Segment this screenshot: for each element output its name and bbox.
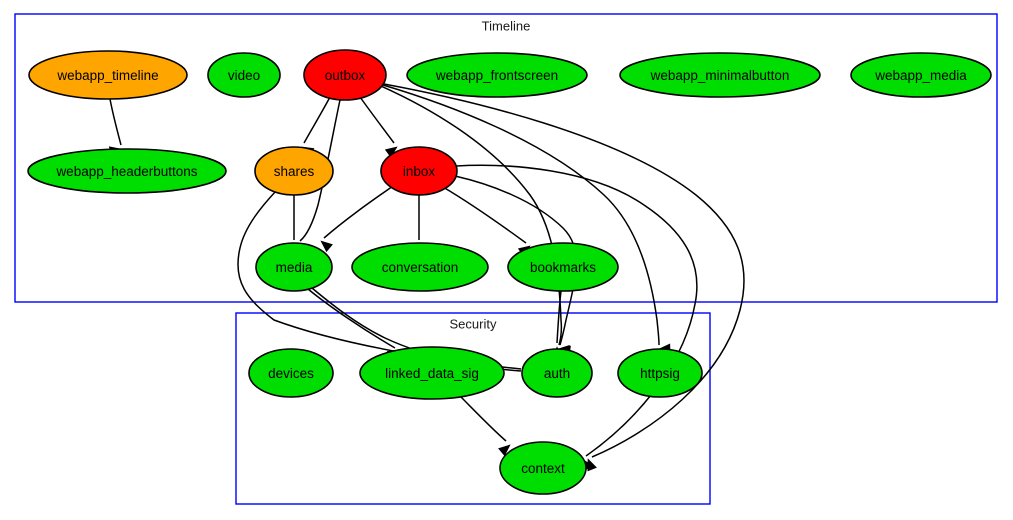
node-shape-bookmarks[interactable] — [507, 242, 619, 292]
node-webapp_headerbuttons[interactable]: webapp_headerbuttons — [27, 148, 227, 194]
node-shape-video[interactable] — [207, 52, 281, 98]
edge-line — [442, 186, 527, 244]
node-outbox[interactable]: outbox — [303, 49, 387, 101]
node-label-media: media — [276, 260, 313, 275]
edge-line — [307, 288, 396, 349]
node-webapp_minimalbutton[interactable]: webapp_minimalbutton — [619, 52, 821, 98]
node-shape-webapp_headerbuttons[interactable] — [27, 148, 227, 194]
node-label-webapp_minimalbutton: webapp_minimalbutton — [650, 68, 790, 83]
edge-line — [380, 85, 563, 346]
edge-outbox-to-auth — [380, 85, 570, 356]
edge-line — [359, 96, 395, 144]
node-shape-linked_data_sig[interactable] — [359, 346, 505, 400]
node-label-linked_data_sig: linked_data_sig — [385, 366, 479, 381]
edge-outbox-to-context — [383, 83, 745, 472]
node-shape-media[interactable] — [255, 242, 333, 292]
arrowhead-icon — [320, 240, 333, 253]
nodes-layer: webapp_timeline video outbox webapp_frontsc… — [27, 49, 992, 495]
node-label-httpsig: httpsig — [640, 366, 680, 381]
node-conversation[interactable]: conversation — [351, 242, 489, 292]
node-shape-inbox[interactable] — [380, 146, 458, 196]
arrowhead-icon — [498, 444, 511, 457]
node-label-webapp_frontscreen: webapp_frontscreen — [435, 68, 558, 83]
edge-line — [556, 290, 562, 344]
cluster-timeline: Timeline — [14, 13, 998, 303]
edge-line — [459, 395, 507, 442]
cluster-border-timeline — [14, 13, 998, 303]
node-video[interactable]: video — [207, 52, 281, 98]
cluster-border-security — [235, 312, 711, 505]
node-label-shares: shares — [274, 164, 315, 179]
node-label-webapp_timeline: webapp_timeline — [56, 68, 158, 83]
edge-line — [383, 83, 745, 458]
node-bookmarks[interactable]: bookmarks — [507, 242, 619, 292]
edge-line — [109, 98, 122, 146]
node-webapp_media[interactable]: webapp_media — [850, 52, 992, 98]
node-label-webapp_headerbuttons: webapp_headerbuttons — [55, 164, 197, 179]
node-shape-outbox[interactable] — [303, 49, 387, 101]
node-shape-conversation[interactable] — [351, 242, 489, 292]
node-shape-webapp_timeline[interactable] — [28, 50, 188, 100]
edge-linked_data_sig-to-context — [459, 395, 511, 457]
node-label-webapp_media: webapp_media — [874, 68, 967, 83]
node-label-auth: auth — [544, 366, 570, 381]
node-label-conversation: conversation — [382, 260, 459, 275]
node-shape-webapp_minimalbutton[interactable] — [619, 52, 821, 98]
edge-line — [303, 96, 331, 144]
edge-inbox-to-media — [320, 185, 394, 253]
node-label-inbox: inbox — [403, 164, 436, 179]
node-httpsig[interactable]: httpsig — [617, 348, 703, 398]
node-label-outbox: outbox — [325, 68, 366, 83]
node-shape-devices[interactable] — [248, 348, 334, 398]
cluster-label-timeline: Timeline — [482, 18, 531, 33]
edge-line — [382, 84, 660, 346]
node-media[interactable]: media — [255, 242, 333, 292]
edge-webapp_timeline-to-webapp_headerbuttons — [108, 98, 122, 157]
node-shape-auth[interactable] — [521, 348, 593, 398]
edge-outbox-to-inbox — [359, 96, 398, 158]
node-label-bookmarks: bookmarks — [530, 260, 596, 275]
node-shape-httpsig[interactable] — [617, 348, 703, 398]
edge-line — [299, 99, 341, 242]
node-context[interactable]: context — [499, 441, 587, 495]
node-webapp_timeline[interactable]: webapp_timeline — [28, 50, 188, 100]
cluster-label-security: Security — [450, 316, 497, 331]
node-shares[interactable]: shares — [254, 146, 334, 196]
node-auth[interactable]: auth — [521, 348, 593, 398]
node-shape-shares[interactable] — [254, 146, 334, 196]
node-shape-webapp_media[interactable] — [850, 52, 992, 98]
node-shape-context[interactable] — [499, 441, 587, 495]
node-shape-webapp_frontscreen[interactable] — [406, 52, 588, 98]
node-devices[interactable]: devices — [248, 348, 334, 398]
node-linked_data_sig[interactable]: linked_data_sig — [359, 346, 505, 400]
node-webapp_frontscreen[interactable]: webapp_frontscreen — [406, 52, 588, 98]
edge-line — [455, 164, 698, 457]
node-label-context: context — [521, 461, 565, 476]
cluster-security: Security — [235, 312, 711, 505]
node-label-devices: devices — [268, 366, 314, 381]
node-label-video: video — [228, 68, 260, 83]
node-inbox[interactable]: inbox — [380, 146, 458, 196]
edge-line — [323, 185, 394, 239]
